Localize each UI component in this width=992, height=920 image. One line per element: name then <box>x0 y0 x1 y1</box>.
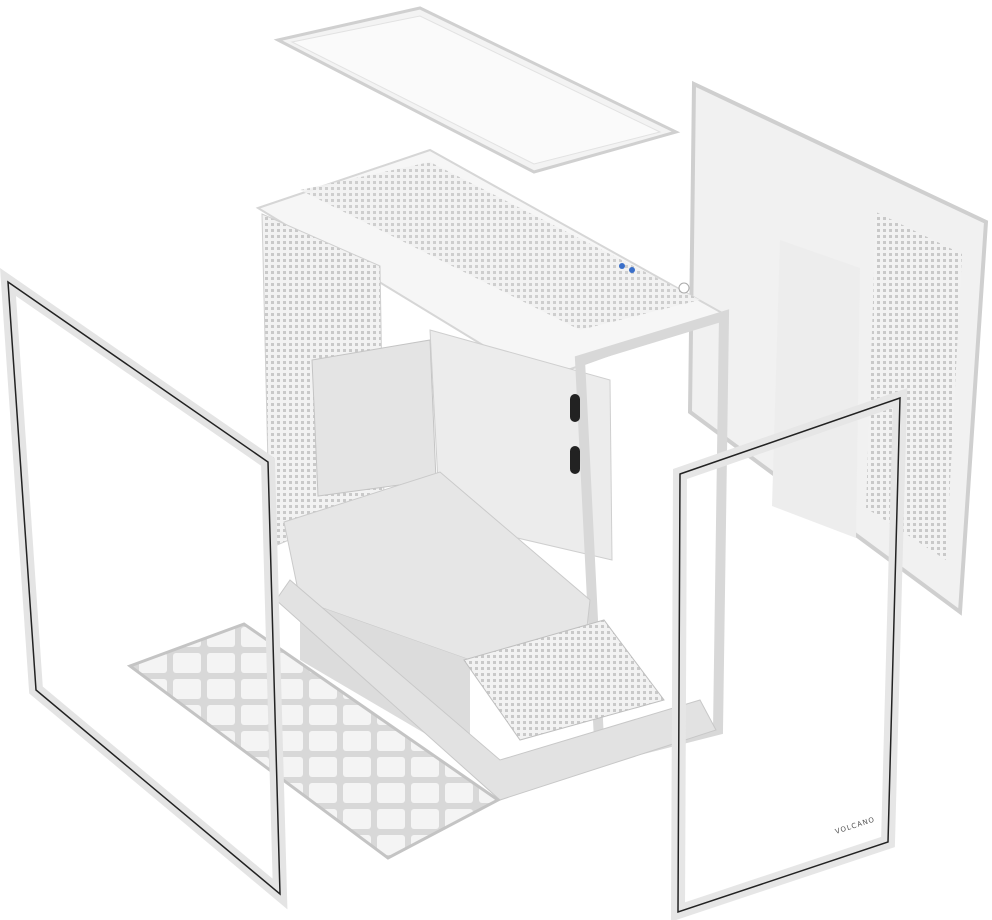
bottom-dust-filter <box>126 622 501 860</box>
right-side-mesh-panel <box>687 80 989 616</box>
left-glass-panel <box>0 267 288 910</box>
chassis <box>255 148 730 801</box>
front-glass-panel: VOLCANO <box>670 388 908 920</box>
top-dust-filter <box>273 6 681 174</box>
brand-logo: VOLCANO <box>834 815 876 835</box>
